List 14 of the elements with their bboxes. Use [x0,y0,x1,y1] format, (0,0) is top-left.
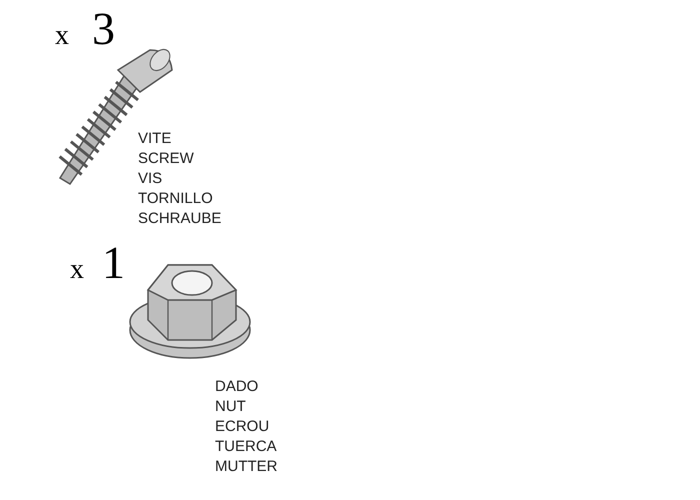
part-name: ECROU [215,419,270,434]
part-name: DADO [215,379,258,394]
part-name: MUTTER [215,459,278,474]
part-name: VIS [138,171,162,186]
quantity-multiplier: x [55,22,69,50]
part-name: TUERCA [215,439,277,454]
part-name: SCHRAUBE [138,211,222,226]
quantity-number: 3 [92,6,115,52]
quantity-multiplier: x [70,256,84,284]
quantity-number: 1 [102,240,125,286]
part-name: NUT [215,399,246,414]
part-name: SCREW [138,151,194,166]
part-name: TORNILLO [138,191,213,206]
part-name: VITE [138,131,172,146]
